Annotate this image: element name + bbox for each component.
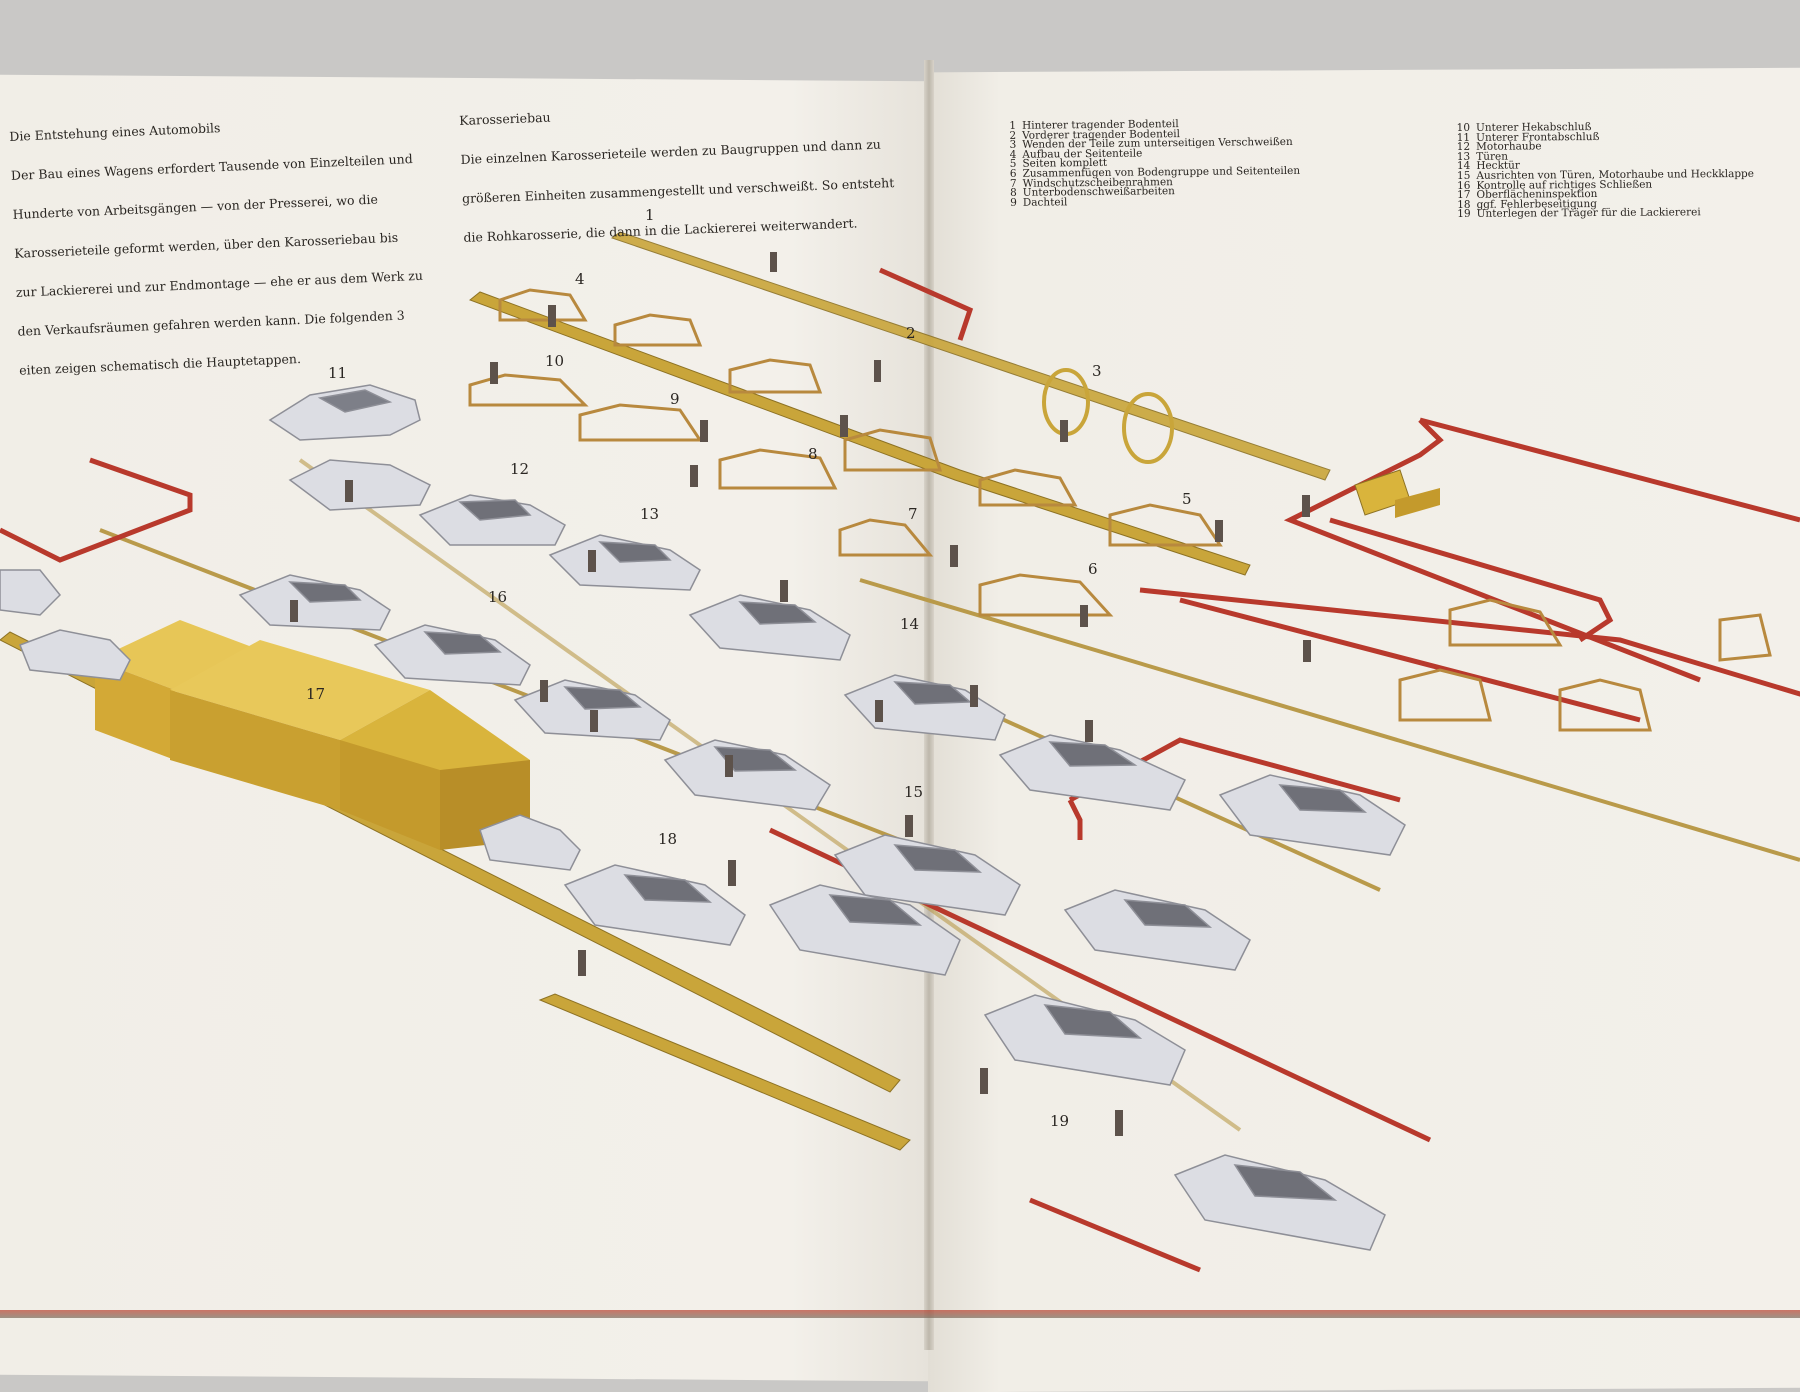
karosseriebau-heading: Karosseriebau [458,109,551,128]
intro-line: Hunderte von Arbeitsgängen — von der Pre… [12,191,379,222]
body-frames [468,288,1772,732]
step-label-1: 1 [645,206,655,224]
inspection-tunnel [95,620,530,850]
karosseriebau-text: Karosseriebau Die einzelnen Karosseriete… [458,72,896,257]
step-label-2: 2 [906,324,916,342]
intro-line: Die Entstehung eines Automobils [9,120,221,144]
step-label-9: 9 [670,390,680,408]
intro-line: Karosserieteile geformt werden, über den… [13,229,399,261]
step-label-4: 4 [575,270,585,288]
karosseriebau-line: die Rohkarosserie, die dann in die Lacki… [463,215,858,245]
karosseriebau-line: größeren Einheiten zusammengestellt und … [461,175,895,206]
step-label-3: 3 [1092,362,1102,380]
assembly-line-illustration [0,231,1800,1273]
car-bodies [0,384,1406,1251]
intro-line: Der Bau eines Wagens erfordert Tausende … [10,151,413,183]
step-label-16: 16 [488,588,508,606]
step-label-12: 12 [510,460,530,478]
step-label-6: 6 [1088,560,1098,578]
step-label-17: 17 [306,685,326,703]
intro-line: eiten zeigen schematisch die Hauptetappe… [18,350,302,378]
step-label-18: 18 [658,830,678,848]
step-label-5: 5 [1182,490,1192,508]
step-label-14: 14 [900,615,920,633]
intro-line: den Verkaufsräumen gefahren werden kann.… [17,307,405,339]
overhead-rails [0,267,1800,1273]
karosseriebau-line: Die einzelnen Karosserieteile werden zu … [460,136,882,167]
step-label-13: 13 [640,505,660,523]
intro-text: Die Entstehung eines Automobils Der Bau … [8,87,427,390]
page-bottom-edge [0,1310,1800,1318]
step-label-19: 19 [1050,1112,1070,1130]
workers [290,252,1311,1136]
parts-station [1354,469,1440,518]
intro-line: zur Lackiererei und zur Endmontage — ehe… [15,267,424,300]
step-label-11: 11 [328,364,348,382]
step-label-15: 15 [904,783,924,801]
step-label-8: 8 [808,445,818,463]
step-label-10: 10 [545,352,565,370]
step-label-7: 7 [908,505,918,523]
